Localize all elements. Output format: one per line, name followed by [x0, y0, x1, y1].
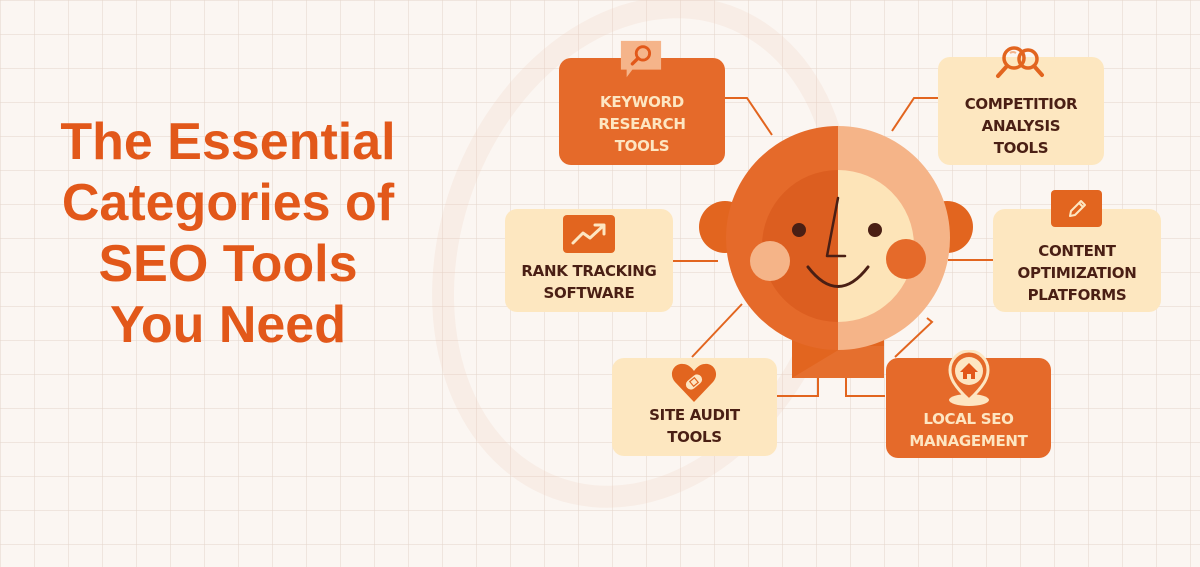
double-magnifier-icon	[990, 44, 1050, 88]
title-line: You Need	[110, 296, 346, 354]
title-line: Categories of	[61, 174, 395, 232]
category-label: CONTENT OPTIMIZATION PLATFORMS	[1017, 242, 1137, 304]
page-title: The Essential Categories of SEO Tools Yo…	[18, 112, 438, 356]
category-label: SITE AUDIT TOOLS	[649, 406, 740, 446]
category-rank-tracking: RANK TRACKING SOFTWARE	[505, 209, 673, 312]
smiling-face-icon	[695, 110, 995, 414]
category-label: KEYWORD RESEARCH TOOLS	[598, 93, 686, 155]
category-competitor-analysis: COMPETITIOR ANALYSIS TOOLS	[938, 57, 1104, 165]
heart-bandage-icon	[670, 362, 718, 404]
title-line: The Essential	[60, 113, 396, 171]
trend-up-arrow-icon	[563, 215, 615, 253]
category-label: LOCAL SEO MANAGEMENT	[909, 410, 1028, 450]
category-keyword-research: KEYWORD RESEARCH TOOLS	[559, 58, 725, 165]
home-location-pin-icon	[944, 350, 994, 408]
connector-lines	[673, 97, 994, 397]
title-line: SEO Tools	[98, 235, 358, 293]
magnifier-speech-bubble-icon	[619, 40, 663, 79]
category-label: RANK TRACKING SOFTWARE	[521, 262, 657, 302]
category-label: COMPETITIOR ANALYSIS TOOLS	[964, 95, 1078, 157]
pencil-icon	[1051, 190, 1102, 227]
